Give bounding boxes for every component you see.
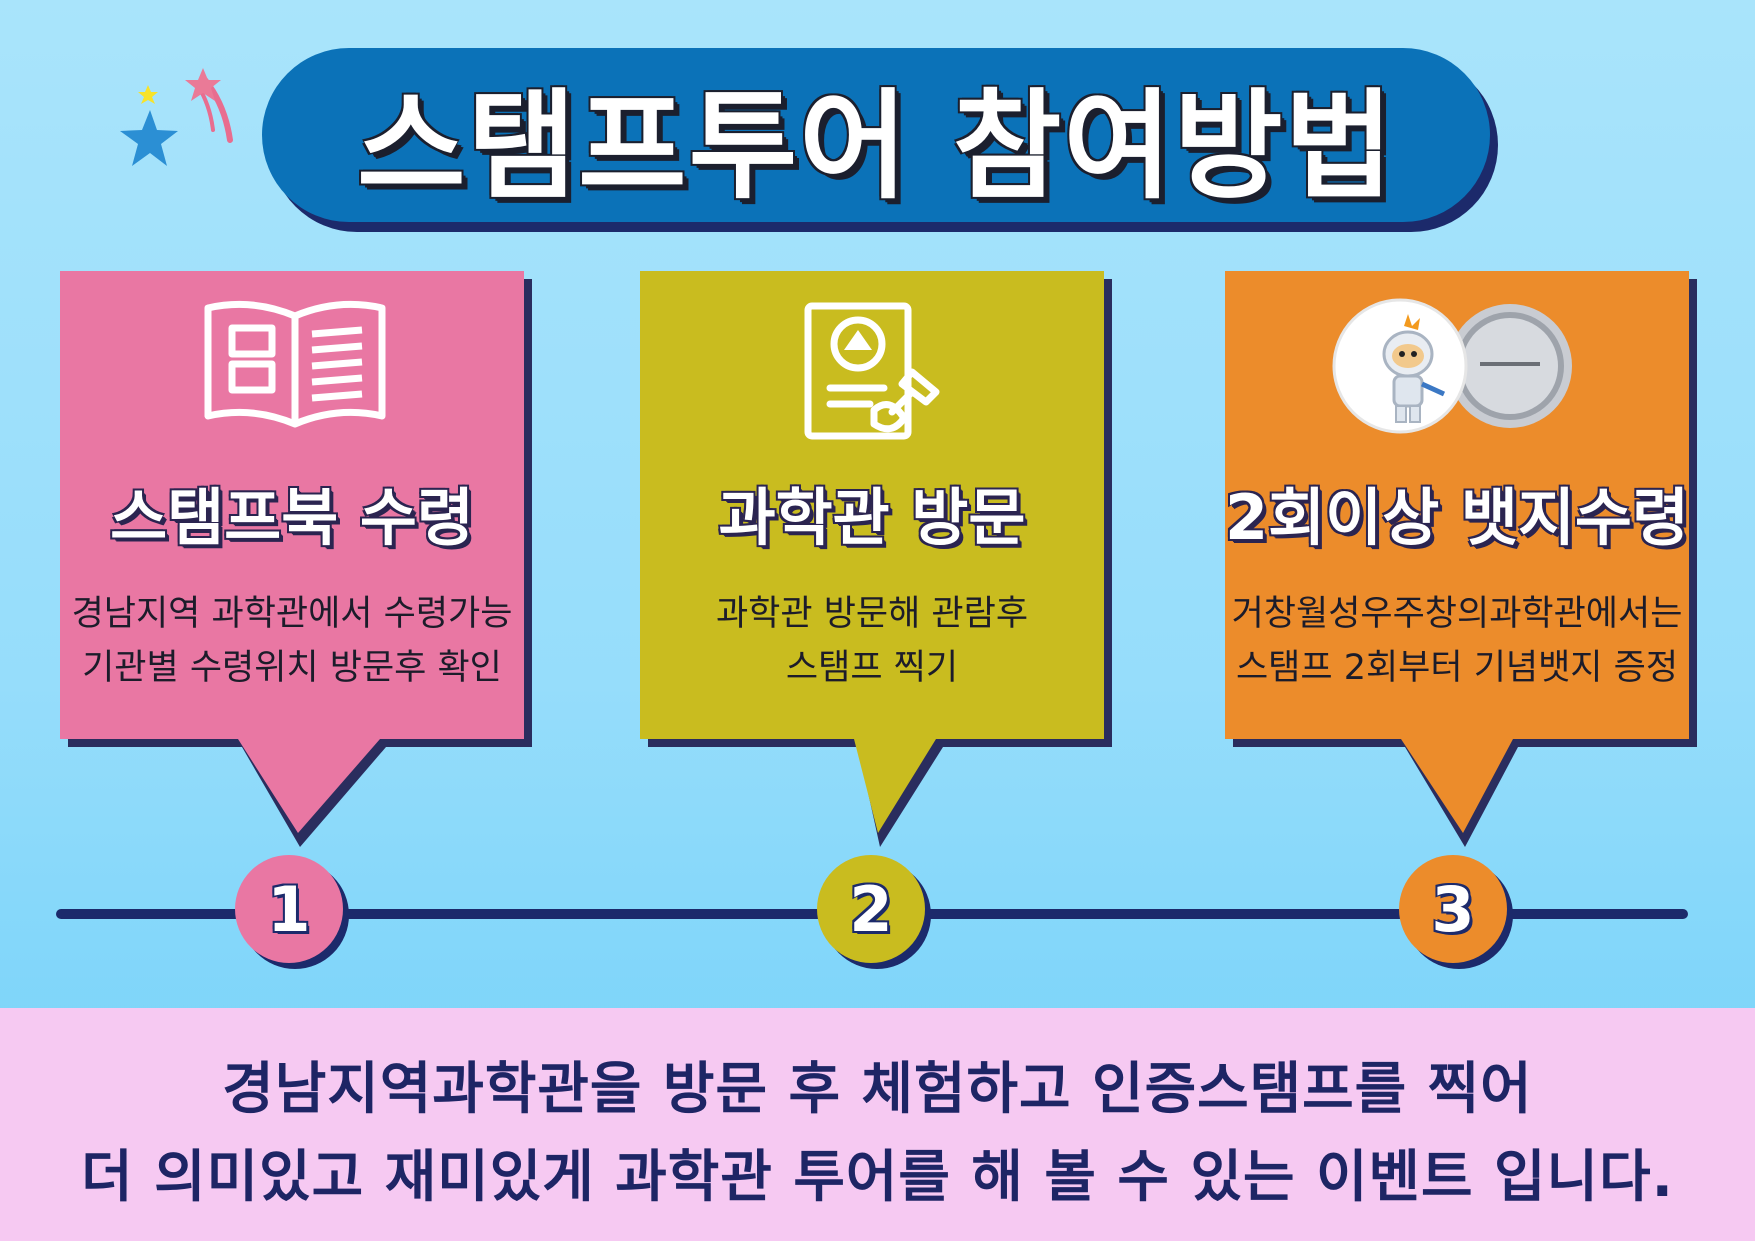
step-2-circle: 2: [817, 855, 925, 963]
card-2-desc-line1: 과학관 방문해 관람후: [715, 594, 1029, 634]
page-title: 스탬프투어 참여방법: [356, 76, 1396, 215]
footer-line-2: 더 의미있고 재미있게 과학관 투어를 해 볼 수 있는 이벤트 입니다.: [81, 1145, 1674, 1210]
card-3-shape: [1225, 271, 1697, 847]
card-2-shape: [640, 271, 1112, 847]
badge-icon: [1332, 298, 1572, 434]
card-2-desc-line2: 스탬프 찍기: [785, 648, 959, 688]
title-pill: [262, 48, 1490, 222]
card-1-shape: [60, 271, 532, 847]
step-3-circle: 3: [1399, 855, 1507, 963]
card-2-title: 과학관 방문: [718, 481, 1026, 554]
card-1-desc-line2: 기관별 수령위치 방문후 확인: [82, 648, 502, 688]
card-1-title: 스탬프북 수령: [110, 481, 474, 554]
footer-banner: 경남지역과학관을 방문 후 체험하고 인증스탬프를 찍어 더 의미있고 재미있게…: [0, 1008, 1755, 1241]
book-icon: [204, 300, 386, 428]
decorative-stars-icon: [120, 68, 233, 166]
card-3-desc-line2: 스탬프 2회부터 기념뱃지 증정: [1235, 648, 1679, 688]
stamp-document-icon: [804, 302, 940, 440]
card-3-title: 2회이상 뱃지수령: [1225, 481, 1690, 554]
card-3-desc-line1: 거창월성우주창의과학관에서는: [1231, 594, 1683, 634]
step-1-circle: 1: [235, 855, 343, 963]
footer-line-1: 경남지역과학관을 방문 후 체험하고 인증스탬프를 찍어: [222, 1057, 1533, 1122]
card-1-desc-line1: 경남지역 과학관에서 수령가능: [71, 594, 513, 634]
